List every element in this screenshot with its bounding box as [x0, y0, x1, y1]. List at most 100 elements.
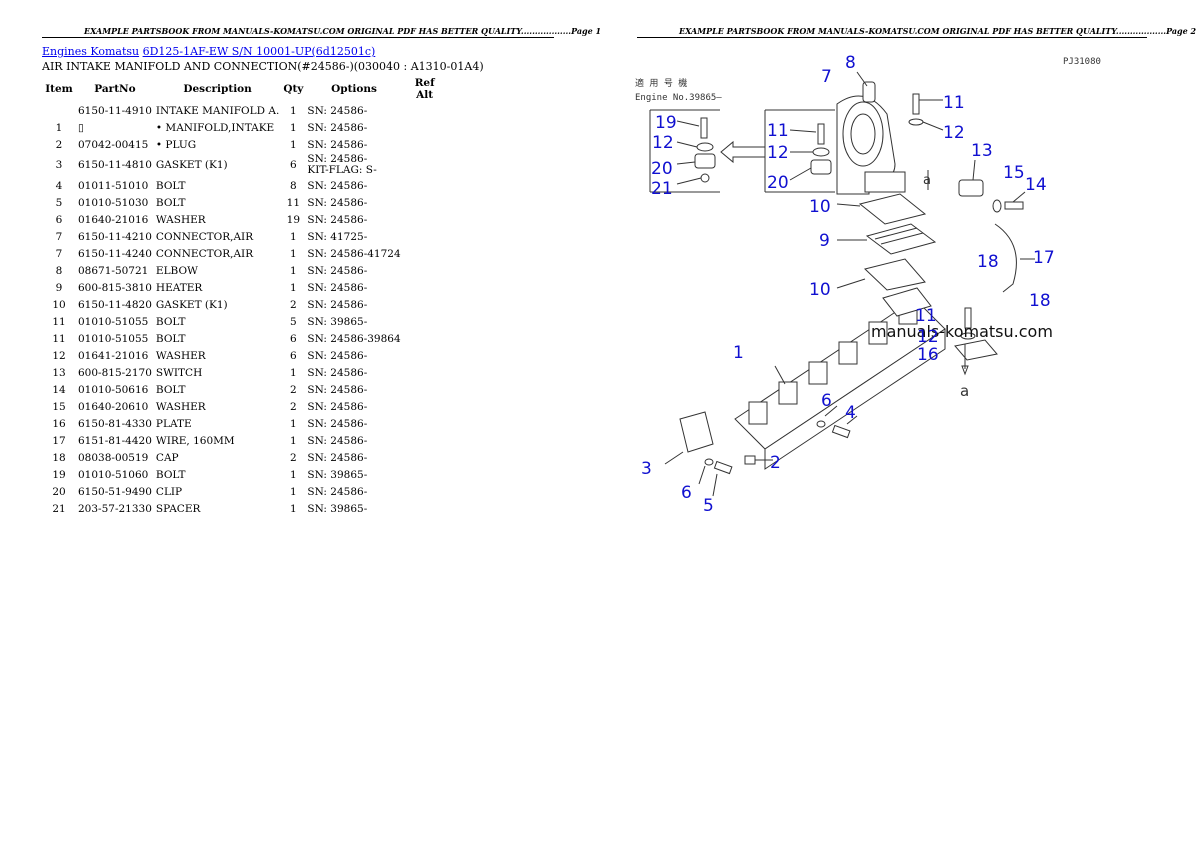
- cell-ref-alt: [403, 398, 447, 415]
- diagram-code: PJ31080: [1063, 57, 1101, 67]
- cell-ref-alt: [403, 432, 447, 449]
- cell-partno: 08671-50721: [78, 264, 149, 277]
- callout-19: 19: [655, 113, 677, 133]
- cell-options: SN: 24586-: [307, 485, 368, 498]
- inset-detail-left: [649, 109, 720, 193]
- cell-options: SN: 24586-: [307, 349, 368, 362]
- breadcrumb-link-engines[interactable]: Engines Komatsu: [42, 45, 140, 58]
- cell-partno: 01640-20610: [78, 400, 149, 413]
- cell-description: WASHER: [155, 213, 206, 226]
- heater-9-shape: [865, 223, 937, 255]
- cell-partno: 01010-51060: [78, 468, 149, 481]
- cell-item: 11: [52, 332, 66, 345]
- callout-8: 8: [845, 53, 856, 73]
- col-header-ref-alt: Ref Alt: [414, 77, 435, 101]
- cell-ref-alt: [403, 119, 447, 136]
- cell-qty: 1: [290, 434, 297, 447]
- bolt-19-shape: [700, 117, 708, 139]
- callout-17: 17: [1033, 248, 1055, 268]
- cell-options: SN: 24586-: [307, 400, 368, 413]
- intake-manifold-1-shape: [734, 287, 946, 470]
- cell-partno: 01010-50616: [78, 383, 149, 396]
- cell-ref-alt: [403, 262, 447, 279]
- cell-partno: 6151-81-4420: [78, 434, 152, 447]
- inset-arrow: [720, 140, 766, 164]
- callout-7: 7: [821, 67, 832, 87]
- inset-detail-middle: [764, 109, 835, 193]
- bolt-11-top-shape: [912, 93, 920, 115]
- page-header: EXAMPLE PARTSBOOK FROM MANUALS-KOMATSU.C…: [84, 26, 602, 36]
- callout-6-right: 6: [821, 391, 832, 411]
- cell-item: 19: [52, 468, 66, 481]
- washer-12-right-shape: [960, 332, 976, 340]
- bolt-11-right-shape: [964, 307, 972, 329]
- cell-description: HEATER: [155, 281, 203, 294]
- cell-qty: 2: [290, 451, 297, 464]
- page-header: EXAMPLE PARTSBOOK FROM MANUALS-KOMATSU.C…: [679, 26, 1196, 36]
- cell-options: SN: 24586-: [307, 451, 368, 464]
- wire-17-shape: [994, 223, 1017, 293]
- cell-options: SN: 39865-: [307, 502, 368, 515]
- header-divider: [637, 37, 1147, 38]
- cell-qty: 1: [290, 247, 297, 260]
- callout-20-inset-mid: 20: [767, 173, 789, 193]
- cell-item: 21: [52, 502, 66, 515]
- cell-options: SN: 24586-: [307, 104, 368, 117]
- air-connector-7-shape: [836, 95, 906, 195]
- callout-11-right: 11: [915, 306, 937, 326]
- plug-2-shape: [744, 455, 756, 465]
- bolt-14-shape: [1004, 201, 1024, 210]
- cell-description: BOLT: [155, 468, 186, 481]
- cell-qty: 1: [290, 485, 297, 498]
- cell-ref-alt: [403, 194, 447, 211]
- bolt-4-shape: [831, 424, 851, 439]
- callout-13: 13: [971, 141, 993, 161]
- ref-a-label: a: [960, 382, 969, 400]
- col-header-qty: Qty: [283, 83, 304, 95]
- cell-item: 10: [52, 298, 66, 311]
- cell-ref-alt: [403, 313, 447, 330]
- cell-description: CLIP: [155, 485, 183, 498]
- cell-ref-alt: [403, 466, 447, 483]
- callout-10-lower: 10: [809, 280, 831, 300]
- stamp-applicable-machine: 適 用 号 機: [635, 77, 687, 89]
- cell-options: SN: 24586-: [307, 417, 368, 430]
- cell-ref-alt: [403, 153, 447, 177]
- cell-item: 2: [55, 138, 63, 151]
- cell-description: WASHER: [155, 349, 206, 362]
- callout-16: 16: [917, 345, 939, 365]
- cell-item: 14: [52, 383, 66, 396]
- callout-10-upper: 10: [809, 197, 831, 217]
- washer-12-shape: [696, 142, 714, 152]
- cell-description: SWITCH: [155, 366, 203, 379]
- cell-description: BOLT: [155, 332, 186, 345]
- ref-a-label-top: a: [923, 173, 931, 188]
- cell-qty: 1: [290, 502, 297, 515]
- cell-item: 3: [55, 159, 63, 171]
- switch-13-shape: [958, 159, 984, 197]
- cell-item: [42, 102, 76, 119]
- cell-options: SN: 24586-: [307, 179, 368, 192]
- cell-partno: 600-815-2170: [78, 366, 152, 379]
- elbow-8-shape: [856, 71, 876, 103]
- cell-item: 12: [52, 349, 66, 362]
- cell-description: GASKET (K1): [155, 298, 228, 311]
- callout-12-right: 12: [917, 327, 939, 347]
- section-title: AIR INTAKE MANIFOLD AND CONNECTION(#2458…: [42, 60, 484, 73]
- breadcrumb-link-model[interactable]: 6D125-1AF-EW S/N 10001-UP(6d12501c): [142, 45, 376, 58]
- cell-options: SN: 41725-: [307, 230, 368, 243]
- cell-partno: 01010-51030: [78, 196, 149, 209]
- cell-partno: 01010-51055: [78, 332, 149, 345]
- cell-description: CAP: [155, 451, 179, 464]
